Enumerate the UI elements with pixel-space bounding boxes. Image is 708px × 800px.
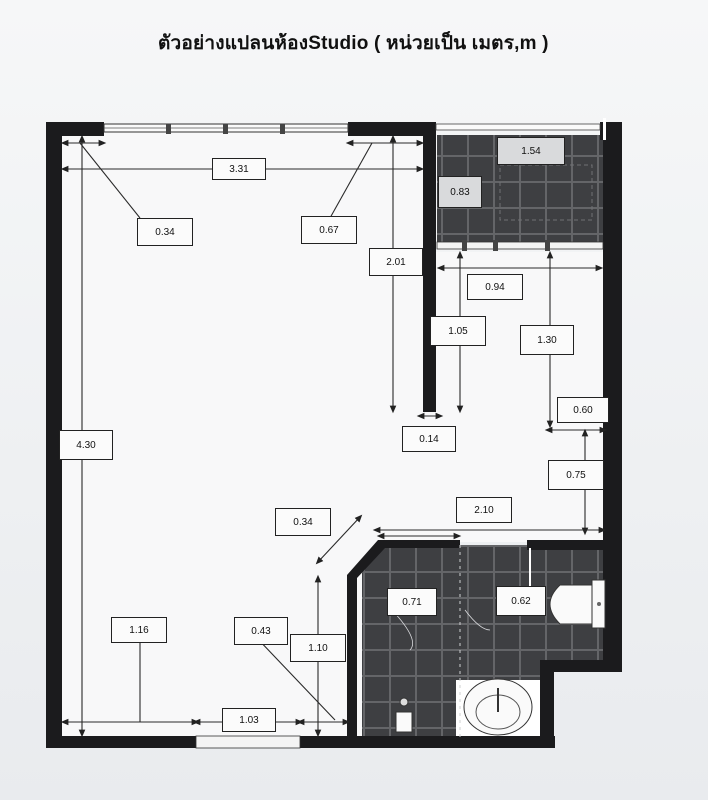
dimension-label: 2.10	[456, 497, 512, 523]
dimension-label: 1.30	[520, 325, 574, 355]
plan-title: ตัวอย่างแปลนห้องStudio ( หน่วยเป็น เมตร,…	[158, 33, 549, 54]
shower-glass-partition	[436, 241, 604, 250]
dimension-label: 0.71	[387, 588, 437, 616]
dimension-label: 0.14	[402, 426, 456, 452]
dimension-label: 0.83	[438, 176, 482, 208]
dimension-label: 0.67	[301, 216, 357, 244]
dimension-label: 0.34	[137, 218, 193, 246]
dimension-label: 0.75	[548, 460, 604, 490]
dimension-label: 0.43	[234, 617, 288, 645]
dimension-label: 4.30	[59, 430, 113, 460]
shower-fixture	[395, 697, 413, 733]
dimension-label: 0.34	[275, 508, 331, 536]
dimension-label: 1.54	[497, 137, 565, 165]
dimension-label: 1.10	[290, 634, 346, 662]
dimension-label: 0.94	[467, 274, 523, 300]
dimension-label: 0.60	[557, 397, 609, 423]
dimension-label: 0.62	[496, 586, 546, 616]
dimension-label: 1.16	[111, 617, 167, 643]
entrance-door	[195, 735, 301, 749]
dimension-label: 2.01	[369, 248, 423, 276]
toilet	[549, 579, 606, 629]
dimension-label: 3.31	[212, 158, 266, 180]
shower-tray	[499, 164, 593, 221]
dimension-label: 1.03	[222, 708, 276, 732]
washbasin	[463, 678, 533, 736]
dimension-label: 1.05	[430, 316, 486, 346]
